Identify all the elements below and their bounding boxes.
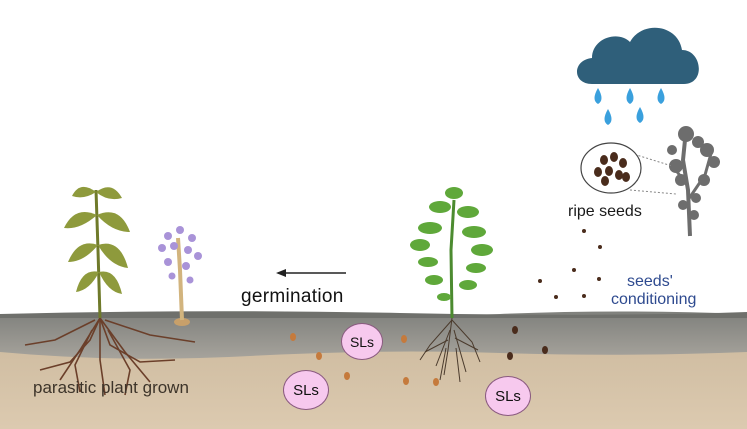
- tomato-host-plant-icon: [410, 187, 493, 383]
- falling-seeds: [538, 229, 602, 299]
- seeds-conditioning-label-line2: conditioning: [611, 291, 697, 308]
- seeds-conditioning-label-line1: seeds': [627, 273, 673, 290]
- strigolactone-badge: SLs: [341, 323, 383, 360]
- raindrop-icon: [594, 88, 665, 125]
- soil-seeds: [290, 326, 548, 386]
- rain-cloud-icon: [577, 27, 699, 125]
- strigolactone-badge: SLs: [283, 370, 329, 410]
- arrow-left-icon: [276, 269, 346, 277]
- broomrape-flower-icon: [158, 226, 202, 326]
- ripe-seeds-label: ripe seeds: [568, 203, 642, 220]
- germination-label: germination: [241, 286, 344, 307]
- seed-capsule-icon: [580, 142, 677, 195]
- strigolactone-badge: SLs: [485, 376, 531, 416]
- dry-parasitic-plant-icon: [667, 126, 720, 237]
- parasitic-plant-grown-label: parasitic plant grown: [33, 378, 189, 397]
- wilted-plant-icon: [24, 186, 196, 396]
